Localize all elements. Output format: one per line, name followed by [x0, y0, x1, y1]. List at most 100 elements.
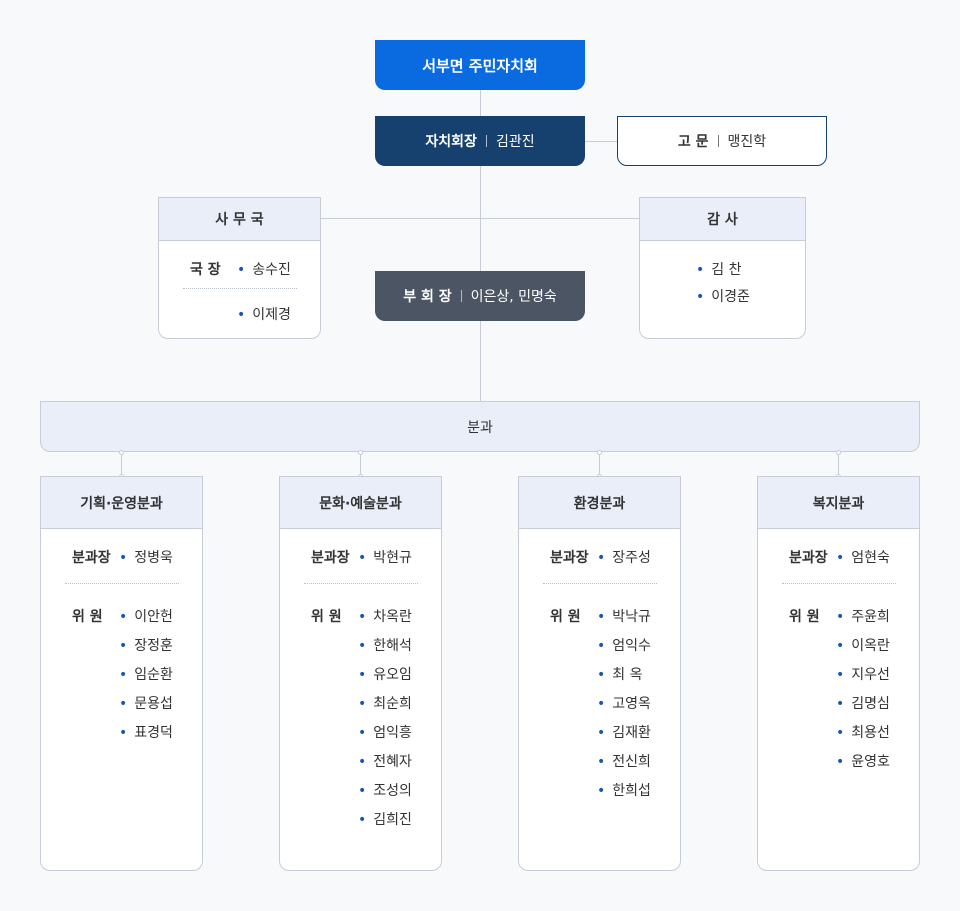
advisor-name: 맹진학: [727, 134, 767, 150]
dotted-divider: [543, 583, 657, 584]
bullet-icon: •: [597, 754, 606, 770]
chair-box: 자치회장 김관진: [375, 116, 585, 166]
list-item: •김희진: [358, 812, 412, 828]
bullet-icon: •: [597, 638, 606, 654]
list-item: •최순희: [358, 696, 412, 712]
connector-line: [321, 218, 639, 219]
list-item: •고영옥: [597, 696, 651, 712]
department-member-label: 위 원: [550, 609, 581, 625]
branch-bar-label: 분과: [467, 419, 493, 436]
list-item: •이옥란: [836, 638, 890, 654]
department-head: •정병욱: [119, 550, 173, 566]
list-item: •이제경: [237, 307, 291, 323]
list-item: •유오임: [358, 667, 412, 683]
bullet-icon: •: [836, 725, 845, 741]
bullet-icon: •: [119, 550, 128, 566]
list-item: •지우선: [836, 667, 890, 683]
audit-title: 감 사: [640, 198, 805, 241]
bullet-icon: •: [358, 609, 367, 625]
department-title: 문화·예술분과: [280, 477, 441, 529]
department-member-label: 위 원: [72, 609, 103, 625]
bullet-icon: •: [119, 609, 128, 625]
bullet-icon: •: [119, 667, 128, 683]
department-member-label: 위 원: [311, 609, 342, 625]
bullet-icon: •: [597, 696, 606, 712]
department-title: 복지분과: [758, 477, 919, 529]
department-head: •엄현숙: [836, 550, 890, 566]
bullet-icon: •: [597, 550, 606, 566]
bullet-icon: •: [358, 667, 367, 683]
secretariat-title: 사 무 국: [159, 198, 320, 241]
department-head-label: 분과장: [789, 550, 828, 566]
audit-box: 감 사 •김 찬 •이경준: [639, 197, 806, 339]
list-item: •송수진: [237, 262, 291, 278]
dotted-divider: [183, 288, 297, 289]
bullet-icon: •: [836, 667, 845, 683]
secretariat-box: 사 무 국 국 장 •송수진 •이제경: [158, 197, 321, 339]
vice-chair-box: 부 회 장 이은상, 민명숙: [375, 271, 585, 321]
list-item: •표경덕: [119, 725, 173, 741]
department-head: •박현규: [358, 550, 412, 566]
bullet-icon: •: [358, 812, 367, 828]
chair-role: 자치회장: [425, 134, 477, 150]
chair-name: 김관진: [495, 134, 535, 150]
secretariat-head-label: 국 장: [190, 262, 221, 278]
list-item: •차옥란: [358, 609, 412, 625]
connector-line: [121, 452, 122, 476]
org-title: 서부면 주민자치회: [422, 56, 538, 75]
list-item: •김재환: [597, 725, 651, 741]
dotted-divider: [65, 583, 179, 584]
department-head: •장주성: [597, 550, 651, 566]
bullet-icon: •: [597, 667, 606, 683]
connector-dot: [119, 450, 124, 455]
bullet-icon: •: [696, 262, 705, 278]
list-item: •윤영호: [836, 754, 890, 770]
dotted-divider: [304, 583, 418, 584]
list-item: •한희섭: [597, 783, 651, 799]
connector-dot: [836, 450, 841, 455]
vice-chair-role: 부 회 장: [403, 289, 452, 305]
department-title: 환경분과: [519, 477, 680, 529]
dotted-divider: [782, 583, 896, 584]
list-item: •임순환: [119, 667, 173, 683]
bullet-icon: •: [358, 725, 367, 741]
list-item: •엄익수: [597, 638, 651, 654]
bullet-icon: •: [358, 550, 367, 566]
bullet-icon: •: [597, 609, 606, 625]
org-title-box: 서부면 주민자치회: [375, 40, 585, 90]
bullet-icon: •: [597, 783, 606, 799]
connector-dot: [358, 450, 363, 455]
bullet-icon: •: [836, 638, 845, 654]
department-head-label: 분과장: [72, 550, 111, 566]
connector-line: [585, 141, 617, 142]
separator: [717, 135, 719, 147]
bullet-icon: •: [119, 696, 128, 712]
advisor-role: 고 문: [677, 134, 709, 150]
list-item: •최 옥: [597, 667, 643, 683]
list-item: •장정훈: [119, 638, 173, 654]
list-item: •전신희: [597, 754, 651, 770]
bullet-icon: •: [696, 289, 705, 305]
bullet-icon: •: [836, 609, 845, 625]
branch-bar: 분과: [40, 401, 920, 452]
bullet-icon: •: [358, 696, 367, 712]
list-item: •이안헌: [119, 609, 173, 625]
department-title: 기획·운영분과: [41, 477, 202, 529]
bullet-icon: •: [237, 307, 246, 323]
list-item: •김명심: [836, 696, 890, 712]
list-item: •주윤희: [836, 609, 890, 625]
list-item: •조성의: [358, 783, 412, 799]
connector-line: [838, 452, 839, 476]
list-item: •이경준: [696, 289, 750, 305]
bullet-icon: •: [119, 725, 128, 741]
connector-dot: [597, 450, 602, 455]
department-member-label: 위 원: [789, 609, 820, 625]
connector-line: [599, 452, 600, 476]
bullet-icon: •: [119, 638, 128, 654]
vice-chair-names: 이은상, 민명숙: [470, 289, 557, 305]
bullet-icon: •: [237, 262, 246, 278]
list-item: •한해석: [358, 638, 412, 654]
